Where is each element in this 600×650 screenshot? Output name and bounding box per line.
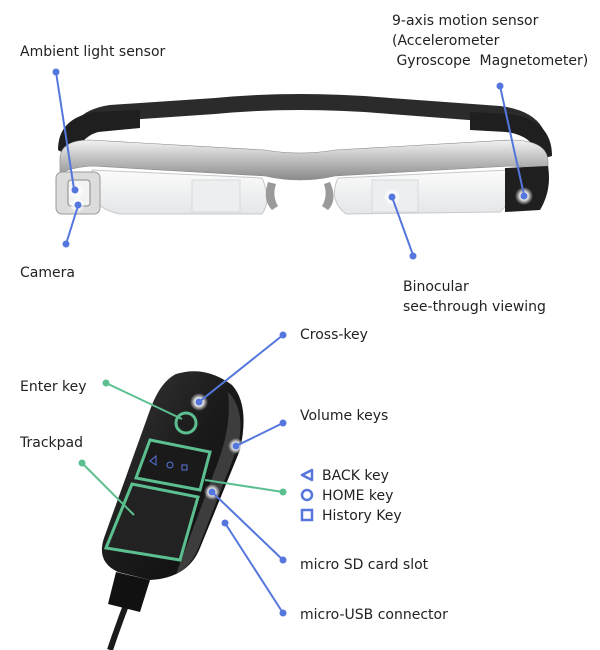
right-lens — [333, 169, 513, 215]
controller-green-callouts — [78, 379, 287, 516]
square-icon — [300, 508, 314, 522]
binocular-line1: Binocular — [403, 279, 469, 295]
triangle-left-icon — [300, 468, 314, 482]
camera-label: Camera — [20, 265, 75, 281]
camera-leader — [65, 205, 79, 245]
micro-usb-label: micro-USB connector — [300, 607, 448, 623]
motion-sensor-leader — [499, 85, 525, 196]
volume-dot — [279, 419, 287, 427]
micro-sd-label: micro SD card slot — [300, 557, 429, 573]
usb-target-dot — [221, 519, 229, 527]
sd-leader — [211, 491, 284, 561]
trackpad-label: Trackpad — [20, 435, 83, 451]
controller-blue-callouts — [195, 331, 287, 617]
ambient-light-dot — [52, 68, 60, 76]
binocular-label: Binocular see-through viewing — [403, 277, 546, 317]
motion-sensor-line3: Gyroscope Magnetometer) — [392, 53, 589, 69]
volume-leader — [235, 422, 284, 447]
nose-pad-right — [322, 182, 334, 210]
usb-dot — [279, 609, 287, 617]
enter-key-dot — [102, 379, 110, 387]
binocular-line2: see-through viewing — [403, 299, 546, 315]
left-lens — [91, 169, 268, 215]
cross-key-leader — [198, 334, 284, 403]
controller-illustration — [101, 371, 244, 650]
sd-target-dot — [208, 488, 216, 496]
camera-dot — [62, 240, 70, 248]
usb-plug — [108, 572, 150, 612]
motion-sensor-target-dot — [520, 192, 528, 200]
strip-history-icon — [181, 464, 188, 471]
cross-key-target-dot — [195, 398, 203, 406]
glasses-back-band — [62, 94, 548, 160]
sd-dot — [279, 556, 287, 564]
enter-key-leader — [105, 382, 183, 420]
nose-pad-left — [265, 182, 278, 210]
ambient-light-target-dot — [71, 186, 79, 194]
history-key-label: History Key — [322, 508, 402, 524]
keys-leader — [204, 479, 284, 493]
home-key-label: HOME key — [322, 488, 394, 504]
glasses-right-temple — [470, 112, 552, 160]
motion-sensor-dot — [496, 82, 504, 90]
camera-target-dot — [74, 201, 82, 209]
motion-sensor-line2: (Accelerometer — [392, 33, 500, 49]
controller-side-highlight — [176, 392, 241, 574]
binocular-dot — [409, 252, 417, 260]
trackpad-leader — [81, 462, 135, 516]
back-key-row: BACK key — [300, 467, 389, 485]
strip-home-icon — [166, 461, 174, 469]
volume-keys-label: Volume keys — [300, 408, 389, 424]
cross-key-dot — [279, 331, 287, 339]
usb-leader — [224, 522, 284, 614]
keys-dot — [279, 488, 287, 496]
strip-back-icon — [149, 454, 157, 466]
smart-glasses-illustration — [55, 94, 552, 215]
volume-target-dot — [232, 442, 240, 450]
ambient-light-sensor-label: Ambient light sensor — [20, 44, 166, 60]
trackpad-surface[interactable] — [103, 482, 200, 562]
ambient-light-leader — [55, 71, 75, 190]
motion-sensor-line1: 9-axis motion sensor — [392, 13, 539, 29]
back-key-label: BACK key — [322, 468, 389, 484]
left-display — [191, 179, 241, 213]
enter-key-button[interactable] — [174, 411, 198, 435]
glasses-callouts — [52, 68, 528, 260]
enter-key-label: Enter key — [20, 379, 87, 395]
motion-sensor-label: 9-axis motion sensor (Accelerometer Gyro… — [392, 11, 588, 71]
binocular-target-dot — [388, 193, 396, 201]
binocular-leader — [391, 196, 414, 256]
history-key-row: History Key — [300, 507, 402, 525]
home-key-row: HOME key — [300, 487, 393, 505]
circle-icon — [300, 488, 314, 502]
cross-key-label: Cross-key — [300, 327, 368, 343]
trackpad-dot — [78, 459, 86, 467]
